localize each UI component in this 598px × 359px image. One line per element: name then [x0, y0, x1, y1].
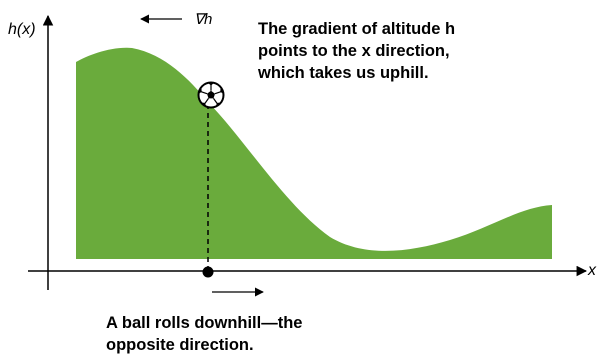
downhill-annotation-line-2: opposite direction.: [106, 336, 254, 354]
gradient-annotation: The gradient of altitude h points to the…: [258, 18, 455, 84]
gradient-label: ∇h: [194, 11, 213, 28]
x-axis-label: x: [588, 262, 596, 279]
gradient-annotation-line-1: The gradient of altitude h: [258, 20, 456, 38]
downhill-annotation: A ball rolls downhill—the opposite direc…: [106, 312, 302, 356]
x-position-dot: [202, 266, 214, 278]
downhill-annotation-line-1: A ball rolls downhill—the: [106, 314, 303, 332]
soccer-ball-icon: [197, 81, 225, 109]
y-axis-label: h(x): [8, 21, 36, 38]
gradient-annotation-line-3: which takes us uphill.: [258, 64, 429, 82]
hill-area: [76, 47, 552, 260]
gradient-annotation-line-2: points to the x direction,: [258, 42, 450, 60]
